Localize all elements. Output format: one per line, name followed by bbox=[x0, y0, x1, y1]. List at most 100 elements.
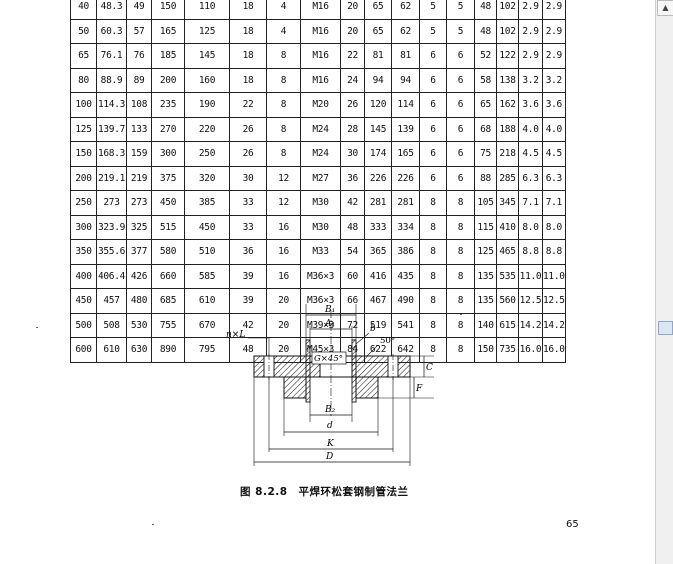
table-cell: 139.7 bbox=[96, 116, 127, 142]
table-cell: 26 bbox=[229, 141, 267, 167]
table-cell: 270 bbox=[151, 116, 185, 142]
table-cell: 8 bbox=[446, 288, 475, 314]
table-cell: 5 bbox=[419, 18, 447, 44]
table-cell: 110 bbox=[184, 0, 230, 20]
table-cell: 8 bbox=[446, 337, 475, 363]
table-cell: 8 bbox=[419, 190, 447, 216]
table-cell: 580 bbox=[151, 239, 185, 265]
table-cell: 226 bbox=[391, 165, 420, 191]
table-cell: 48 bbox=[474, 18, 497, 44]
table-cell: 89 bbox=[126, 67, 152, 93]
table-cell: 450 bbox=[184, 214, 230, 240]
vertical-scrollbar[interactable]: ▲ bbox=[655, 0, 673, 564]
table-cell: 8.8 bbox=[542, 239, 566, 265]
b1-label: B₁ bbox=[324, 305, 335, 315]
table-cell: 30 bbox=[229, 165, 267, 191]
table-cell: 8.8 bbox=[518, 239, 543, 265]
table-cell: 48.3 bbox=[96, 0, 127, 20]
table-cell: 3.6 bbox=[542, 92, 566, 118]
a1-label: A₁ bbox=[324, 319, 335, 329]
table-cell: 2.9 bbox=[518, 18, 543, 44]
table-cell: 162 bbox=[496, 92, 519, 118]
page-number: 65 bbox=[566, 519, 579, 530]
scroll-thumb[interactable] bbox=[658, 321, 673, 335]
table-cell: 125 bbox=[70, 116, 97, 142]
table-cell: 14.2 bbox=[518, 312, 543, 338]
left-weld-ring bbox=[283, 376, 307, 399]
table-cell: M36×3 bbox=[300, 263, 341, 289]
table-cell: 102 bbox=[496, 18, 519, 44]
table-cell: 200 bbox=[151, 67, 185, 93]
table-cell: 2.9 bbox=[518, 43, 543, 69]
table-cell: 165 bbox=[151, 18, 185, 44]
table-cell: 6.3 bbox=[542, 165, 566, 191]
table-cell: 6 bbox=[419, 67, 447, 93]
table-cell: 465 bbox=[496, 239, 519, 265]
table-cell: 133 bbox=[126, 116, 152, 142]
table-cell: 4 bbox=[266, 0, 301, 20]
table-cell: 20 bbox=[340, 18, 365, 44]
table-cell: 6 bbox=[446, 92, 475, 118]
table-cell: 2.9 bbox=[542, 43, 566, 69]
table-cell: 8.0 bbox=[542, 214, 566, 240]
table-cell: 273 bbox=[126, 190, 152, 216]
scroll-up-arrow-icon[interactable]: ▲ bbox=[657, 0, 673, 16]
table-cell: 18 bbox=[229, 67, 267, 93]
table-cell: 334 bbox=[391, 214, 420, 240]
right-pipe-wall bbox=[351, 339, 357, 403]
d-small-label: d bbox=[327, 421, 333, 431]
table-cell: 435 bbox=[391, 263, 420, 289]
table-cell: 8 bbox=[446, 263, 475, 289]
table-cell: 400 bbox=[70, 263, 97, 289]
table-cell: 685 bbox=[151, 288, 185, 314]
table-cell: 4 bbox=[266, 18, 301, 44]
figure-caption: 图 8.2.8 平焊环松套钢制管法兰 bbox=[240, 486, 409, 498]
table-cell: 500 bbox=[70, 312, 97, 338]
table-cell: 33 bbox=[229, 190, 267, 216]
table-cell: 2.9 bbox=[518, 0, 543, 20]
table-cell: 480 bbox=[126, 288, 152, 314]
n-by-l-label: n×L bbox=[226, 330, 245, 340]
table-cell: 510 bbox=[184, 239, 230, 265]
table-cell: 226 bbox=[364, 165, 392, 191]
table-cell: 62 bbox=[391, 0, 420, 20]
outer-d-label: D bbox=[325, 452, 333, 462]
table-cell: 12.5 bbox=[542, 288, 566, 314]
table-cell: 135 bbox=[474, 263, 497, 289]
table-cell: 102 bbox=[496, 0, 519, 20]
table-cell: 30 bbox=[340, 141, 365, 167]
table-cell: 5 bbox=[446, 0, 475, 20]
table-cell: 235 bbox=[151, 92, 185, 118]
table-cell: 220 bbox=[184, 116, 230, 142]
table-cell: 16 bbox=[266, 239, 301, 265]
table-cell: 6 bbox=[419, 92, 447, 118]
table-cell: 20 bbox=[340, 0, 365, 20]
table-cell: 386 bbox=[391, 239, 420, 265]
table-cell: 218 bbox=[496, 141, 519, 167]
table-cell: 6 bbox=[419, 116, 447, 142]
table-cell: 65 bbox=[70, 43, 97, 69]
table-cell: 219 bbox=[126, 165, 152, 191]
table-cell: 600 bbox=[70, 337, 97, 363]
table-cell: 6 bbox=[446, 165, 475, 191]
table-cell: 49 bbox=[126, 0, 152, 20]
table-cell: 65 bbox=[364, 18, 392, 44]
table-cell: 6 bbox=[446, 43, 475, 69]
table-cell: 250 bbox=[184, 141, 230, 167]
table-cell: 168.3 bbox=[96, 141, 127, 167]
table-cell: 150 bbox=[474, 337, 497, 363]
table-cell: 385 bbox=[184, 190, 230, 216]
c-label: C bbox=[426, 363, 433, 373]
right-flange-plate bbox=[351, 355, 411, 378]
table-cell: 36 bbox=[340, 165, 365, 191]
table-cell: 20 bbox=[266, 288, 301, 314]
table-cell: M30 bbox=[300, 214, 341, 240]
table-cell: 450 bbox=[151, 190, 185, 216]
table-cell: 40 bbox=[70, 0, 97, 20]
table-cell: M24 bbox=[300, 116, 341, 142]
